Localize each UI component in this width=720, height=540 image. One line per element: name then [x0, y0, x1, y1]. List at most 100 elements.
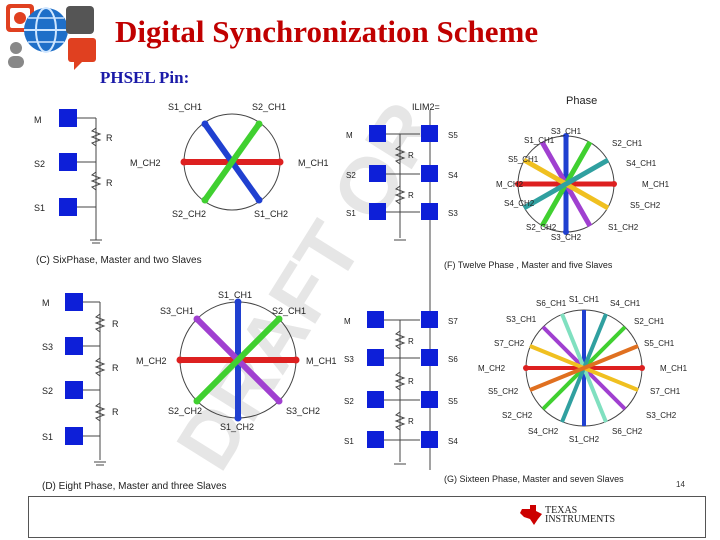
header-logo-icons — [4, 2, 99, 72]
label-box: S7 — [448, 317, 458, 326]
spoke-label: S2_CH2 — [526, 223, 557, 232]
spoke-label: M_CH2 — [478, 364, 506, 373]
spoke-label: S2_CH2 — [502, 411, 533, 420]
panel-g-phase-wheel: S1_CH1 S6_CH1 S4_CH1 S3_CH1 S2_CH1 S7_CH… — [478, 295, 688, 444]
label-resistor: R — [408, 337, 414, 346]
spoke-label: S1_CH2 — [220, 422, 254, 432]
spoke-label: S6_CH1 — [536, 299, 567, 308]
label-resistor: R — [106, 133, 113, 143]
spoke-label: S1_CH1 — [218, 290, 252, 300]
page-number: 14 — [676, 480, 685, 489]
label-box: S2 — [42, 386, 53, 396]
spoke-label: S7_CH2 — [494, 339, 525, 348]
label-resistor: R — [112, 363, 119, 373]
texas-state-icon — [520, 505, 542, 525]
spoke-label: S3_CH1 — [551, 127, 582, 136]
panel-c-schematic: M S2 S1 R R (C) SixPhase, Master and two… — [34, 109, 202, 266]
label-box: S3 — [344, 355, 354, 364]
panel-g-caption: (G) Sixteen Phase, Master and seven Slav… — [444, 474, 624, 484]
label-box: S6 — [448, 355, 458, 364]
panel-f-heading: Phase — [566, 95, 597, 107]
spoke-label: S3_CH2 — [551, 233, 582, 242]
spoke-label: M_CH2 — [136, 356, 167, 366]
spoke-label: S5_CH2 — [488, 387, 519, 396]
spoke-label: S1_CH2 — [608, 223, 639, 232]
label-box: S1 — [344, 437, 354, 446]
panel-f-schematic: M S2 S1 S5 S4 S3 R R ILIM2= Phase (F) Tw… — [346, 95, 613, 470]
label-box: S4 — [448, 171, 458, 180]
label-box: M — [42, 298, 50, 308]
spoke-label: S3_CH2 — [286, 406, 320, 416]
spoke-label: S7_CH1 — [650, 387, 681, 396]
label-resistor: R — [112, 319, 119, 329]
label-resistor: R — [408, 417, 414, 426]
label-box: S5 — [448, 397, 458, 406]
spoke-label: S2_CH2 — [172, 209, 206, 219]
spoke-label: S1_CH1 — [524, 136, 555, 145]
panel-c-phase-wheel: S1_CH1 S2_CH1 M_CH2 M_CH1 S2_CH2 S1_CH2 — [130, 102, 329, 219]
user-icon — [10, 42, 22, 54]
panel-f-phase-wheel: S3_CH1 S1_CH1 S2_CH1 S5_CH1 S4_CH1 M_CH2… — [496, 127, 670, 242]
spoke-label: S4_CH2 — [504, 199, 535, 208]
ti-logo-line2: INSTRUMENTS — [545, 514, 616, 525]
spoke-label: M_CH2 — [496, 180, 524, 189]
spoke-label: S1_CH2 — [254, 209, 288, 219]
phase-diagram: DRAFT OR M S2 S1 R R (C) SixPhase, Maste… — [34, 87, 688, 492]
footer-bar — [28, 496, 706, 538]
spoke-label: M_CH1 — [642, 180, 670, 189]
label-box: S2 — [34, 159, 45, 169]
spoke-label: S1_CH1 — [569, 295, 600, 304]
label-box: S1 — [42, 432, 53, 442]
label-resistor: R — [408, 191, 414, 200]
label-box: S3 — [448, 209, 458, 218]
box-m — [59, 109, 77, 127]
spoke-label: M_CH1 — [298, 158, 329, 168]
spoke-label: S1_CH1 — [168, 102, 202, 112]
spoke-label: S2_CH1 — [612, 139, 643, 148]
spoke-label: S3_CH1 — [506, 315, 537, 324]
label-resistor: R — [408, 151, 414, 160]
box-s2 — [59, 153, 77, 171]
spoke-label: S4_CH1 — [610, 299, 641, 308]
spoke-label: M_CH1 — [660, 364, 688, 373]
label-box: S2 — [346, 171, 356, 180]
spoke-label: S6_CH2 — [612, 427, 643, 436]
spoke-label: S3_CH2 — [646, 411, 677, 420]
panel-c-caption: (C) SixPhase, Master and two Slaves — [36, 255, 202, 266]
spoke-label: S1_CH2 — [569, 435, 600, 444]
label-box: S2 — [344, 397, 354, 406]
spoke-label: S2_CH2 — [168, 406, 202, 416]
spoke-label: S5_CH1 — [644, 339, 675, 348]
spoke-label: S5_CH1 — [508, 155, 539, 164]
label-box: M — [344, 317, 351, 326]
label-box: S4 — [448, 437, 458, 446]
slide-subtitle: PHSEL Pin: — [100, 68, 190, 87]
label-box: M — [34, 115, 42, 125]
label-resistor: R — [106, 178, 113, 188]
slide-title: Digital Synchronization Scheme — [115, 14, 539, 49]
spoke-label: S5_CH2 — [630, 201, 661, 210]
chat-icon — [68, 38, 96, 62]
label-resistor: R — [408, 377, 414, 386]
ilim-label: ILIM2= — [412, 102, 440, 112]
panel-g-schematic: M S3 S2 S1 S7 S6 S5 S4 R R R (G) Sixteen… — [344, 311, 624, 484]
ti-logo-line1: TEXAS — [545, 505, 578, 516]
label-box: M — [346, 131, 353, 140]
label-resistor: R — [112, 407, 119, 417]
label-box: S1 — [34, 203, 45, 213]
spoke-label: M_CH1 — [306, 356, 337, 366]
label-box: S5 — [448, 131, 458, 140]
label-box: S3 — [42, 342, 53, 352]
spoke-label: M_CH2 — [130, 158, 161, 168]
spoke-label: S2_CH1 — [272, 306, 306, 316]
panel-d-phase-wheel: S1_CH1 S3_CH1 S2_CH1 M_CH2 M_CH1 S2_CH2 … — [136, 290, 337, 432]
spoke-label: S4_CH1 — [626, 159, 657, 168]
spoke-label: S2_CH1 — [252, 102, 286, 112]
spoke-label: S3_CH1 — [160, 306, 194, 316]
label-box: S1 — [346, 209, 356, 218]
folder-icon — [66, 6, 94, 34]
ti-logo: TEXAS INSTRUMENTS — [520, 505, 615, 525]
spoke-label: S2_CH1 — [634, 317, 665, 326]
panel-d-schematic: M S3 S2 S1 R R R (D) Eight Phase, Master… — [42, 293, 227, 492]
box-s1 — [59, 198, 77, 216]
